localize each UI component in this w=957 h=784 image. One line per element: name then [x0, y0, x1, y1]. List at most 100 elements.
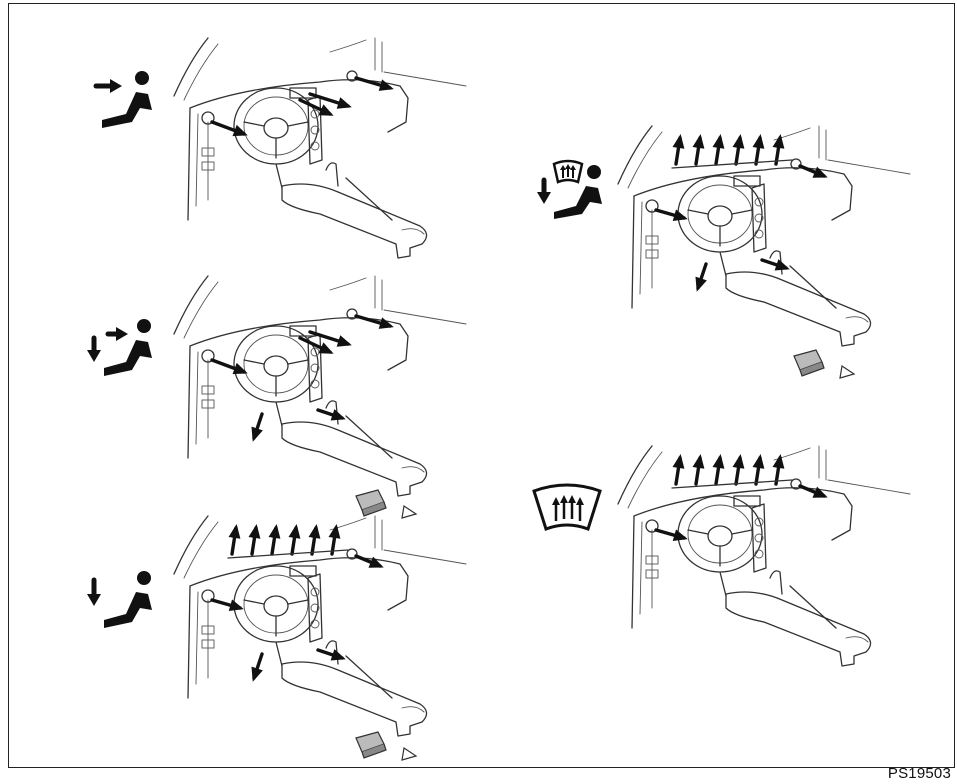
- airflow-windshield-3: [713, 454, 725, 484]
- steering-hub: [264, 118, 288, 138]
- airflow-left-side: [212, 599, 244, 611]
- dashboard-left-panel: [196, 114, 208, 206]
- windshield-pillar: [618, 126, 652, 184]
- defroster-outlet: [672, 160, 792, 168]
- airflow-windshield-1: [673, 134, 685, 164]
- dashboard-left-edge: [632, 196, 634, 308]
- windshield-pillar-inner: [628, 132, 662, 188]
- door-line: [384, 550, 466, 564]
- airflow-floor-center: [762, 259, 790, 270]
- airflow-floor-left: [251, 654, 262, 682]
- steering-column: [276, 642, 282, 666]
- windshield-defroster-icon: [530, 483, 604, 533]
- steering-column: [720, 252, 726, 276]
- door-line: [828, 160, 910, 174]
- airflow-right-side: [800, 166, 828, 178]
- cup-holder: [846, 637, 868, 642]
- dashboard-left-edge: [188, 346, 190, 458]
- door-line: [384, 72, 466, 86]
- windshield-pillar-inner: [628, 452, 662, 508]
- windshield-pillar: [618, 446, 652, 504]
- airflow-left-face: [212, 122, 248, 136]
- airflow-windshield-4: [733, 454, 745, 484]
- steering-hub: [264, 356, 288, 376]
- airflow-windshield-3: [713, 134, 725, 164]
- rear-floor-duct-feet-defroster: [792, 348, 862, 388]
- parking-brake: [346, 656, 392, 698]
- windshield-pillar: [174, 516, 208, 574]
- steering-spokes: [244, 600, 308, 636]
- airflow-windshield-6: [773, 454, 785, 484]
- face-airflow-icon: [92, 70, 158, 130]
- door-pillar: [375, 38, 382, 72]
- center-console: [282, 184, 427, 258]
- defroster-outlet: [228, 550, 348, 558]
- windshield-pillar-inner: [184, 282, 218, 338]
- center-console: [282, 422, 427, 496]
- windshield-pillar-inner: [184, 44, 218, 100]
- rear-floor-duct-bi-level: [354, 488, 424, 528]
- dashboard-left-panel: [640, 202, 652, 294]
- airflow-floor-center: [318, 649, 346, 660]
- center-stack: [752, 504, 766, 572]
- steering-spokes: [244, 122, 308, 158]
- parking-brake: [790, 586, 836, 628]
- airflow-floor-center: [318, 409, 346, 420]
- panel-face: [170, 30, 470, 262]
- dashboard-left-panel: [196, 352, 208, 444]
- cup-holder: [846, 317, 868, 322]
- rear-floor-duct-feet: [354, 730, 424, 770]
- dashboard-left-panel: [640, 522, 652, 614]
- airflow-right-side: [356, 556, 384, 568]
- parking-brake: [346, 178, 392, 220]
- panel-feet-defroster: [614, 118, 914, 350]
- airflow-windshield-3: [269, 524, 281, 554]
- windshield-pillar: [174, 38, 208, 96]
- defroster-outlet: [672, 480, 792, 488]
- center-console: [282, 662, 427, 736]
- steering-spokes: [244, 360, 308, 396]
- steering-hub: [708, 206, 732, 226]
- airflow-windshield-5: [753, 454, 765, 484]
- windshield-edge: [330, 40, 366, 52]
- parking-brake: [790, 266, 836, 308]
- cup-holder: [402, 707, 424, 712]
- airflow-windshield-5: [309, 524, 321, 554]
- shift-lever: [770, 571, 782, 594]
- airflow-right-face: [356, 316, 394, 329]
- shift-lever: [326, 163, 338, 186]
- airflow-right-face: [356, 78, 394, 91]
- airflow-rear-duct: [824, 364, 854, 378]
- airflow-windshield-4: [289, 524, 301, 554]
- airflow-windshield-2: [693, 454, 705, 484]
- airflow-windshield-5: [753, 134, 765, 164]
- airflow-windshield-6: [773, 134, 785, 164]
- center-console: [726, 592, 871, 666]
- door-pillar: [819, 446, 826, 480]
- airflow-windshield-2: [249, 524, 261, 554]
- panel-feet: [170, 508, 470, 740]
- dashboard-left-panel: [196, 592, 208, 684]
- windshield-edge: [330, 278, 366, 290]
- dashboard-left-edge: [188, 108, 190, 220]
- door-line: [384, 310, 466, 324]
- airflow-rear-duct: [386, 746, 416, 760]
- steering-spokes: [688, 210, 752, 246]
- airflow-left-face: [212, 360, 248, 374]
- steering-column: [276, 402, 282, 426]
- airflow-floor-left: [695, 264, 706, 292]
- cup-holder: [402, 467, 424, 472]
- dashboard-left-edge: [188, 586, 190, 698]
- airflow-windshield-1: [229, 524, 241, 554]
- center-console: [726, 272, 871, 346]
- panel-bi-level: [170, 268, 470, 500]
- steering-hub: [708, 526, 732, 546]
- feet-defroster-airflow-icon: [536, 158, 608, 220]
- door-pillar: [819, 126, 826, 160]
- bi-level-airflow-icon: [86, 318, 158, 378]
- airflow-left-side: [656, 529, 688, 541]
- steering-spokes: [688, 530, 752, 566]
- airflow-windshield-4: [733, 134, 745, 164]
- airflow-rear-duct: [386, 504, 416, 518]
- airflow-windshield-6: [329, 524, 341, 554]
